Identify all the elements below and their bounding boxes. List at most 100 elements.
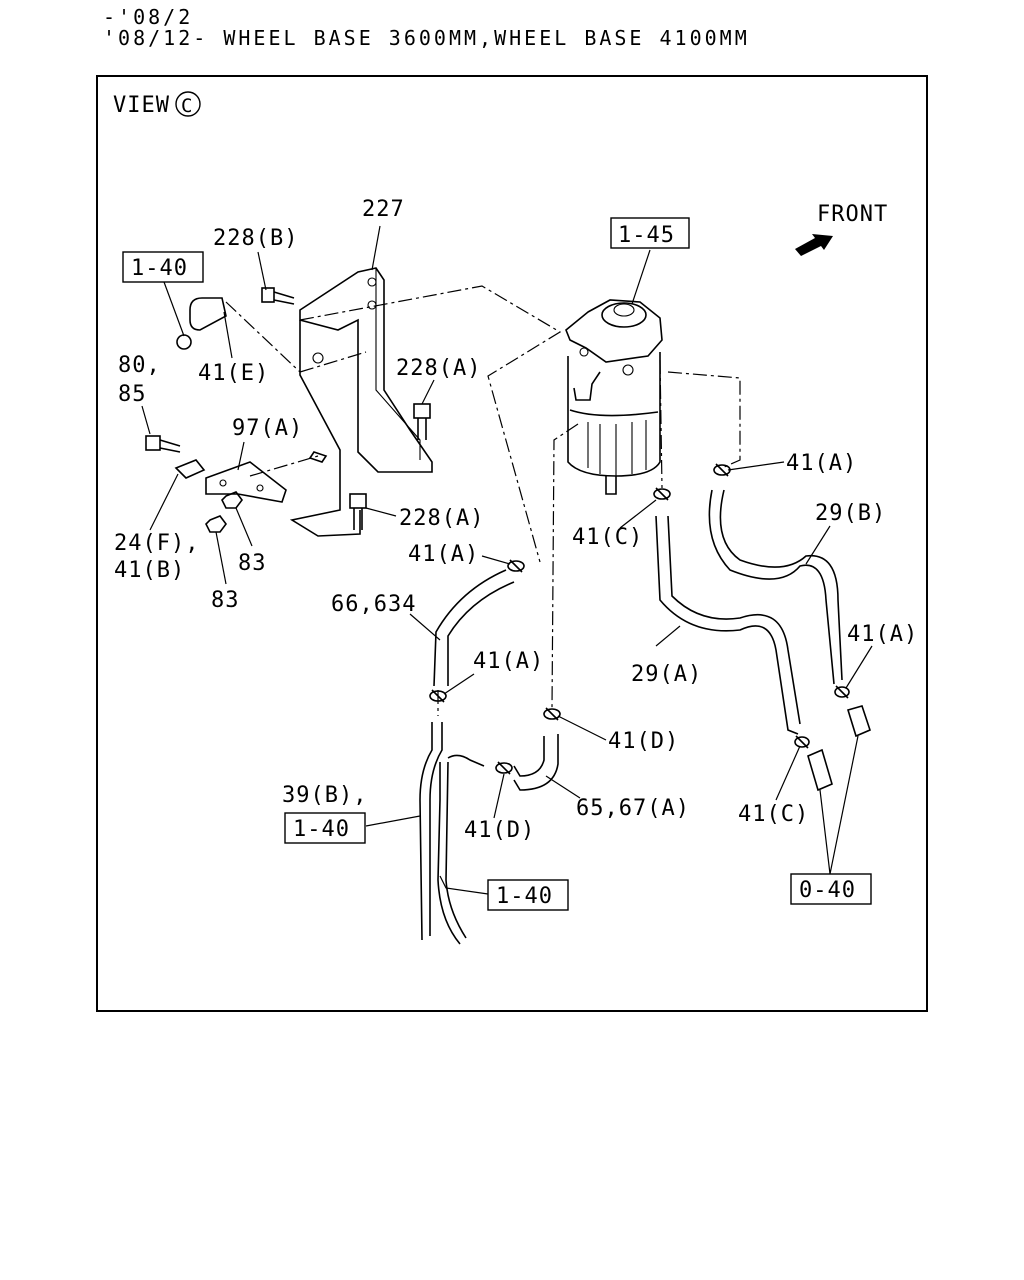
dash-link-97a — [249, 455, 319, 477]
clamp-41a-far-icon — [834, 685, 850, 699]
leader-6567 — [545, 775, 581, 799]
refbox-1-45[interactable]: 1-45 — [618, 223, 675, 248]
leader-41d-right — [557, 715, 607, 741]
leader-0-40 — [819, 735, 859, 875]
refbox-1-40-bot-frame — [487, 879, 569, 911]
dash-link-filter-41c — [659, 359, 663, 489]
leader-1-40-top — [163, 281, 185, 337]
leader-41a-right — [727, 461, 785, 471]
callout-41d-right: 41(D) — [608, 729, 679, 754]
callout-83-a: 83 — [238, 551, 267, 576]
callout-41e: 41(E) — [198, 361, 269, 386]
refbox-0-40[interactable]: 0-40 — [799, 878, 856, 903]
clamp-41d-bot-icon — [495, 761, 513, 775]
front-arrow-icon — [795, 234, 833, 256]
dash-link-bracket-filter — [299, 285, 562, 563]
callout-29a: 29(A) — [631, 662, 702, 687]
dash-link-filter-41a — [667, 371, 741, 469]
refbox-1-40-top-frame — [122, 251, 204, 283]
callout-227: 227 — [362, 197, 405, 222]
leader-41a-far — [845, 645, 873, 689]
refbox-1-40-top[interactable]: 1-40 — [131, 256, 188, 281]
clamp-41a-lower-icon — [429, 689, 447, 703]
view-circle-icon: C — [175, 91, 201, 117]
callout-228b: 228(B) — [213, 226, 298, 251]
callout-228a-top: 228(A) — [396, 356, 481, 381]
leader-227 — [371, 225, 381, 271]
bracket-227 — [289, 267, 433, 537]
diagram-frame — [96, 75, 928, 1012]
callout-41a-far: 41(A) — [847, 622, 918, 647]
bolt-228a-lower-icon — [349, 493, 367, 530]
bolt-228a-upper-icon — [413, 403, 431, 440]
clamp-41a-right-icon — [713, 463, 731, 477]
dash-link-filter-41d — [551, 423, 579, 709]
refbox-0-40-frame — [790, 873, 872, 905]
callout-65-67a: 65,67(A) — [576, 796, 690, 821]
leader-228a-top — [421, 379, 435, 405]
stud-icon — [308, 451, 328, 463]
callout-41a-mid: 41(A) — [408, 542, 479, 567]
callout-228a-bot: 228(A) — [399, 506, 484, 531]
leader-24f — [149, 473, 179, 531]
leader-66 — [409, 613, 441, 641]
leader-1-45 — [631, 249, 651, 305]
callout-41c-bot: 41(C) — [738, 802, 809, 827]
dash-link-bracket-bolt — [225, 301, 367, 373]
clamp-41c-bot-icon — [794, 735, 810, 749]
leader-83b — [215, 531, 227, 585]
hose-66-634 — [433, 569, 515, 687]
callout-41b: 41(B) — [114, 558, 185, 583]
view-label: VIEW — [113, 93, 170, 118]
clip-41e-icon — [176, 297, 227, 350]
refbox-1-40-left-frame — [284, 812, 366, 844]
leader-29b — [805, 525, 831, 565]
refbox-1-45-frame — [610, 217, 690, 249]
clamp-41a-mid-icon — [507, 559, 525, 573]
clamp-41c-top-icon — [653, 487, 671, 501]
leader-41c-bot — [775, 745, 801, 801]
leader-29a — [655, 625, 681, 647]
callout-97a: 97(A) — [232, 416, 303, 441]
callout-80: 80, — [118, 353, 161, 378]
callout-83-b: 83 — [211, 588, 240, 613]
pipe-39b — [419, 722, 485, 945]
refbox-1-40-bot[interactable]: 1-40 — [496, 884, 553, 909]
callout-41a-lower: 41(A) — [473, 649, 544, 674]
callout-39b: 39(B), — [282, 783, 367, 808]
callout-24f: 24(F), — [114, 531, 199, 556]
callout-85: 85 — [118, 382, 147, 407]
callout-41c-top: 41(C) — [572, 525, 643, 550]
leader-228a-bot — [365, 507, 397, 517]
callout-29b: 29(B) — [815, 501, 886, 526]
bolt-80-85-icon — [145, 435, 181, 453]
view-circle-letter: C — [181, 95, 193, 117]
clamp-41d-right-icon — [543, 707, 561, 721]
callout-66-634: 66,634 — [331, 592, 416, 617]
hose-65-67a — [513, 734, 559, 791]
leader-228b — [257, 251, 267, 291]
leader-80-85 — [141, 405, 151, 435]
bolt-228b-icon — [261, 287, 295, 305]
leader-41d-bot — [493, 773, 505, 819]
nut-83-lower-icon — [205, 515, 227, 533]
leader-41e — [223, 311, 233, 359]
leader-1-40-bot — [439, 875, 489, 895]
leader-97a — [237, 441, 245, 471]
pipe-0-40-ends — [807, 705, 871, 792]
leader-83a — [235, 507, 253, 547]
callout-41d-bot: 41(D) — [464, 818, 535, 843]
front-label: FRONT — [817, 202, 888, 227]
hose-29a — [655, 515, 801, 735]
hose-29b — [708, 489, 843, 685]
callout-41a-right: 41(A) — [786, 451, 857, 476]
header-line-2: '08/12- WHEEL BASE 3600MM,WHEEL BASE 410… — [103, 26, 750, 50]
fuel-filter-1-45 — [565, 299, 663, 495]
leader-39b — [365, 815, 421, 827]
refbox-1-40-left[interactable]: 1-40 — [293, 817, 350, 842]
leader-41a-mid — [481, 555, 511, 565]
bracket-97a — [174, 459, 287, 503]
leader-41a-lower — [443, 673, 475, 695]
leader-41c-top — [619, 499, 657, 529]
